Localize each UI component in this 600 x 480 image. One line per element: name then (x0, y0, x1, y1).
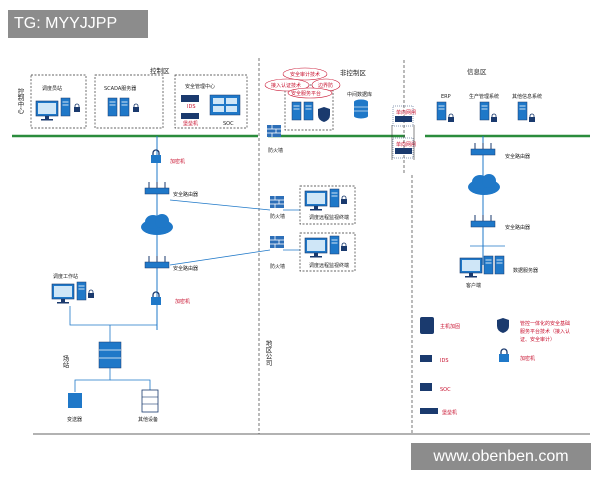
callout-audit: 安全审计技术 (290, 71, 320, 78)
firewall-1-icon (266, 124, 282, 138)
workstation-label: 调度工作站 (53, 273, 78, 280)
zone-label-center: 控制中心 (16, 87, 24, 115)
cloud-left-icon (141, 214, 173, 235)
router-r1-label: 安全路由器 (505, 153, 530, 160)
bastion-label: 堡垒机 (183, 120, 198, 127)
legend-platform-desc-2: 服务平台技术（接入认 (520, 328, 570, 335)
firewall-2-icon (269, 195, 285, 209)
zone-label-substation: 地区公司 (264, 339, 272, 367)
router-r1-icon (470, 142, 496, 156)
other-sys-label: 其他信息系统 (512, 93, 542, 100)
legend-bastion-label: 堡垒机 (442, 409, 457, 416)
zone-label-info: 信息区 (467, 67, 487, 76)
scada-box (94, 74, 164, 129)
legend-host-icon (420, 317, 434, 334)
router-1-label: 安全路由器 (173, 191, 198, 198)
legend-platform-icon (497, 318, 509, 333)
legend-platform-desc-1: 管控一体化的安全基础 (520, 320, 570, 327)
client-label: 客户端 (466, 282, 481, 289)
remote-1-label: 调度远程监视终端 (309, 214, 349, 221)
transmitter-icon (68, 393, 82, 408)
legend-soc-icon (420, 383, 432, 391)
callout-auth: 接入认证技术 (271, 82, 301, 89)
transmitter-label: 变送器 (67, 416, 82, 423)
site-switch-icon (98, 341, 122, 369)
crypto-1-label: 加密机 (170, 158, 185, 165)
firewall-1-label: 防火墙 (268, 147, 283, 154)
legend-ids-icon (420, 355, 432, 362)
router-r2-label: 安全路由器 (505, 224, 530, 231)
cloud-right-icon (468, 174, 500, 195)
db-label: 中间数据库 (347, 91, 372, 98)
scada-label: SCADA服务器 (104, 85, 136, 92)
legend-platform-desc-3: 证、安全审计） (520, 336, 555, 343)
unidir-1-label: 单向网闸 (396, 109, 416, 116)
security-center-box (174, 74, 248, 129)
legend-host-label: 主机加固 (440, 323, 460, 330)
zone-label-noncontrol: 非控制区 (340, 68, 367, 77)
crypto-2-icon (150, 291, 162, 306)
dispatch-station-box (30, 74, 87, 129)
zone-label-control: 控制区 (150, 66, 170, 75)
legend-soc-label: SOC (440, 387, 451, 393)
router-2-icon (144, 255, 170, 269)
channel-badge: TG: MYYJJPP (8, 10, 148, 38)
unidir-2-label: 单向网闸 (396, 141, 416, 148)
router-1-icon (144, 181, 170, 195)
router-2-label: 安全路由器 (173, 265, 198, 272)
firewall-3-icon (269, 235, 285, 249)
soc-label: SOC (223, 121, 234, 127)
site-watermark: www.obenben.com (411, 443, 591, 470)
legend-crypto-icon (498, 348, 510, 363)
router-r2-icon (470, 214, 496, 228)
zone-label-site: 场站 (61, 354, 69, 370)
legend-crypto-label: 加密机 (520, 355, 535, 362)
data-server-label: 数据服务器 (513, 267, 538, 274)
remote-terminal-2-box (299, 232, 356, 272)
firewall-2-label: 防火墙 (270, 213, 285, 220)
dispatch-station-label: 调度员站 (42, 85, 62, 92)
legend-bastion-icon (420, 408, 438, 414)
other-device-icon (141, 389, 159, 413)
noncontrol-server-box (284, 84, 334, 131)
production-label: 生产管理系统 (469, 93, 499, 100)
ids-label: IDS (187, 104, 196, 110)
erp-label: ERP (441, 94, 451, 100)
remote-2-label: 调度远程监视终端 (309, 262, 349, 269)
remote-terminal-1-box (299, 185, 356, 225)
crypto-2-label: 加密机 (175, 298, 190, 305)
security-center-label: 安全管理中心 (185, 83, 215, 90)
legend-ids-label: IDS (440, 358, 449, 364)
other-device-label: 其他设备 (138, 416, 158, 423)
crypto-1-icon (150, 149, 162, 164)
firewall-3-label: 防火墙 (270, 263, 285, 270)
callout-boundary: 边界防 (318, 82, 333, 89)
callout-platform: 安全服务平台 (291, 90, 321, 97)
